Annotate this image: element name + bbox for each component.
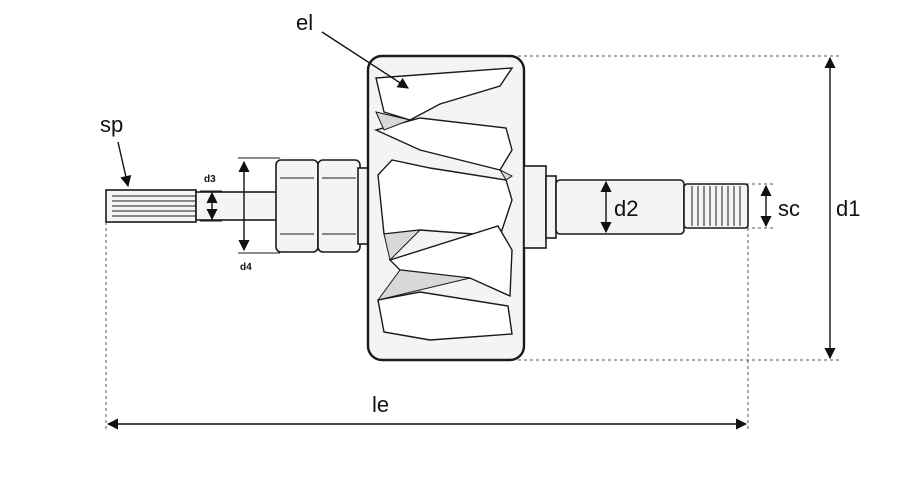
label-d2: d2 <box>614 196 638 221</box>
leader-lines <box>117 31 409 188</box>
leader-sp <box>117 141 132 188</box>
label-d4: d4 <box>240 262 252 273</box>
label-d1: d1 <box>836 196 860 221</box>
rotor-body <box>366 54 526 362</box>
spline-shaft-end <box>105 189 197 223</box>
threaded-end <box>683 183 749 229</box>
label-d3: d3 <box>204 174 216 185</box>
label-el: el <box>296 10 313 35</box>
leader-el <box>321 31 409 89</box>
right-shaft <box>523 165 685 249</box>
extension-lines <box>105 55 842 430</box>
slip-rings <box>275 159 371 253</box>
labels: el sp d3 d4 d2 sc d1 le <box>100 10 860 417</box>
label-le: le <box>372 392 389 417</box>
dimension-lines <box>106 56 836 430</box>
left-shaft <box>195 191 279 221</box>
label-sp: sp <box>100 112 123 137</box>
label-sc: sc <box>778 196 800 221</box>
